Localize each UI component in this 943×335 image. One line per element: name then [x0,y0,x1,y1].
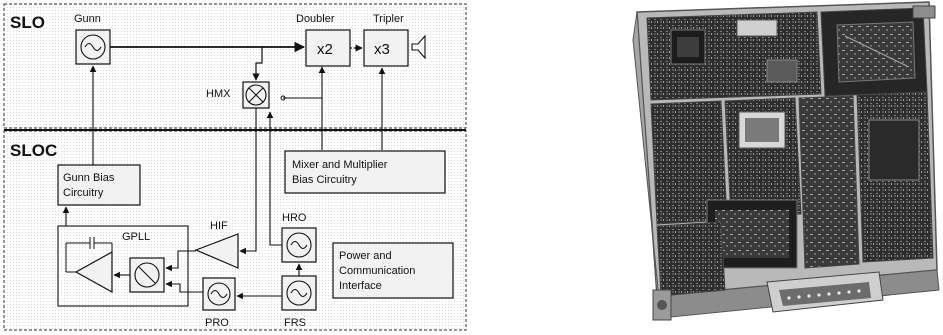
doubler-label: Doubler [296,13,335,25]
block-diagram: SLO SLOC Gunn Doubler Tripler x2 x3 HMX … [0,0,470,335]
hmx-label: HMX [206,88,231,100]
sloc-title: SLOC [10,141,57,160]
gpll-label: GPLL [122,231,150,243]
slo-title: SLO [10,13,45,32]
mixer-bias-box [285,151,445,193]
gunn-bias-line1: Gunn Bias [63,172,115,184]
gunn-bias-line2: Circuitry [63,187,104,199]
tripler-label: Tripler [373,13,404,25]
top-board-section [647,12,821,100]
power-line2: Communication [339,265,415,277]
hmx-mixer-icon [243,82,269,108]
power-line3: Interface [339,280,382,292]
hro-oscillator-icon [282,228,316,262]
power-line1: Power and [339,250,392,262]
top-right-board [821,8,927,96]
module-photo [617,0,943,335]
phase-detector-icon [130,258,164,292]
pro-oscillator-icon [203,278,235,310]
coax-connector-icon [653,290,671,320]
gunn-bias-box [58,165,140,205]
tripler-factor: x3 [374,41,390,58]
hif-label: HIF [210,220,228,232]
hro-label: HRO [282,212,307,224]
gunn-oscillator-icon [76,30,110,64]
side-coax-connector-icon [913,6,935,18]
frs-oscillator-icon [282,276,316,310]
gunn-label: Gunn [74,13,101,25]
mixer-bias-line1: Mixer and Multiplier [292,159,388,171]
doubler-factor: x2 [317,41,333,58]
mixer-bias-line2: Bias Circuitry [292,174,357,186]
pro-label: PRO [205,317,229,329]
frs-label: FRS [284,317,306,329]
